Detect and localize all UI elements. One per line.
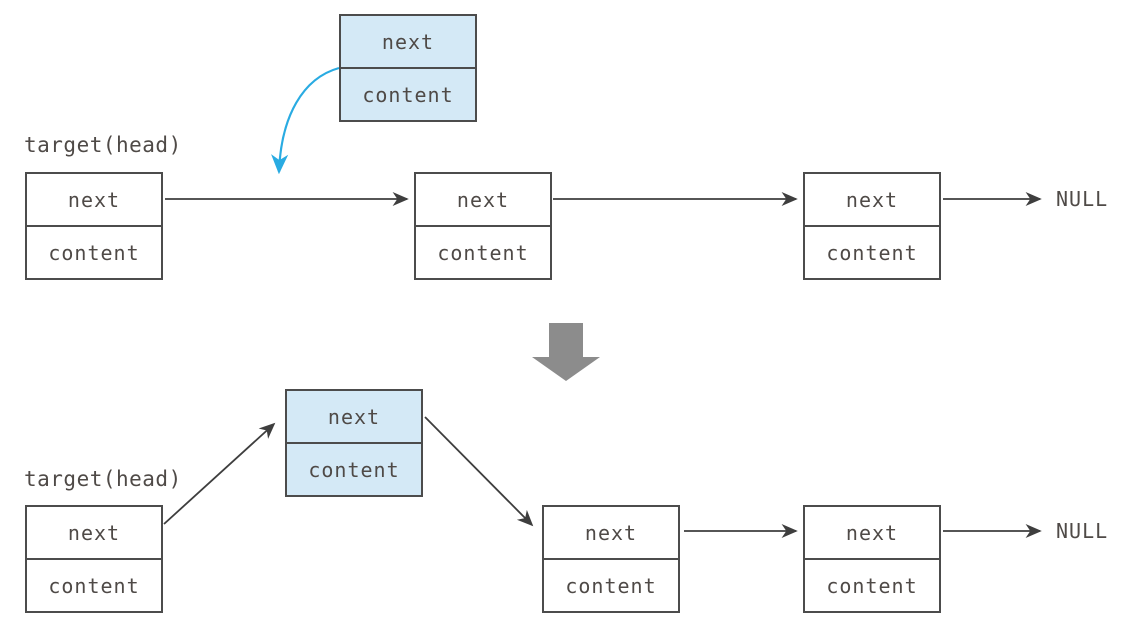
null-label-after: NULL (1056, 519, 1109, 543)
next-cell: next (845, 187, 899, 212)
content-cell: content (544, 558, 678, 611)
link-arrow-after-node1-newnode (163, 422, 276, 525)
list-node-2-after: next content (542, 505, 680, 613)
target-head-label-after: target(head) (24, 467, 182, 491)
list-node-3-after: next content (803, 505, 941, 613)
content-cell: content (27, 225, 161, 278)
link-arrow-after-newnode-node2 (424, 416, 534, 527)
content-cell: content (416, 225, 550, 278)
next-cell: next (67, 520, 121, 545)
list-node-3-before: next content (803, 172, 941, 280)
content-cell: content (805, 558, 939, 611)
new-node-after: next content (285, 389, 423, 497)
content-cell: content (287, 442, 421, 495)
content-cell: content (341, 67, 475, 120)
list-node-2-before: next content (414, 172, 552, 280)
insert-pointer-arrow (271, 66, 340, 175)
null-label-before: NULL (1056, 187, 1109, 211)
target-head-label-before: target(head) (24, 133, 182, 157)
next-cell: next (67, 187, 121, 212)
next-cell: next (381, 29, 435, 54)
head-node-before: next content (25, 172, 163, 280)
next-cell: next (456, 187, 510, 212)
next-cell: next (327, 404, 381, 429)
next-cell: next (845, 520, 899, 545)
content-cell: content (805, 225, 939, 278)
transition-down-arrow (532, 323, 600, 381)
head-node-after: next content (25, 505, 163, 613)
content-cell: content (27, 558, 161, 611)
new-node-before: next content (339, 14, 477, 122)
next-cell: next (584, 520, 638, 545)
